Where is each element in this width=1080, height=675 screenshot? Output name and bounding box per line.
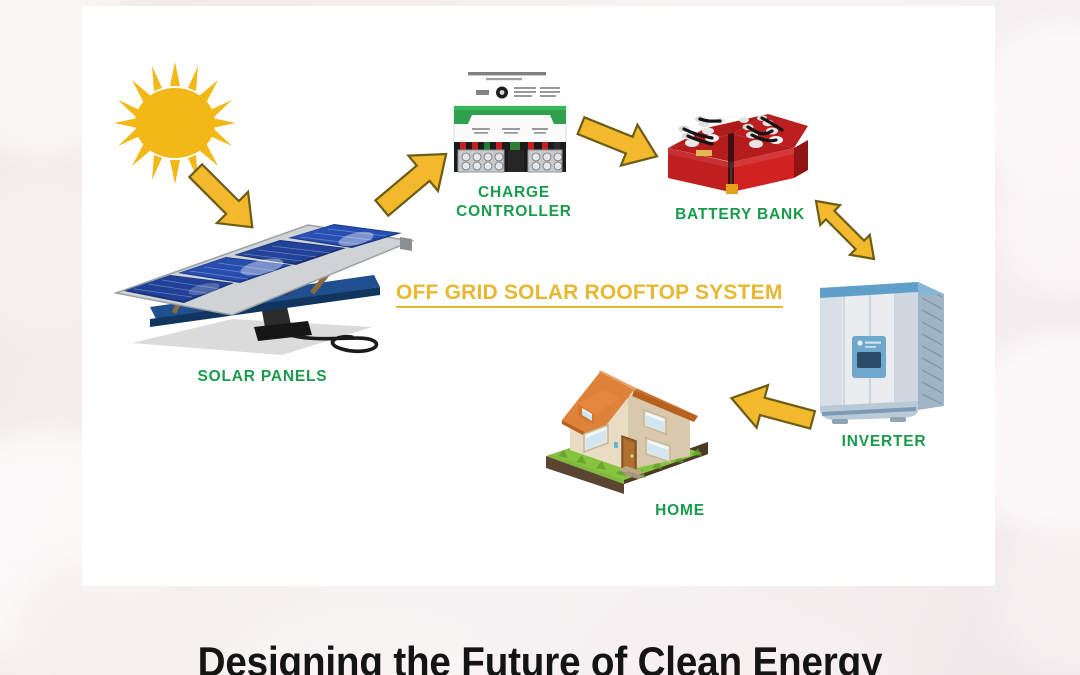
arrow-panels-to-charge-controller bbox=[366, 143, 462, 219]
label-charge-controller: CHARGE CONTROLLER bbox=[456, 184, 572, 220]
arrow-sun-to-panels bbox=[178, 162, 270, 235]
inverter-icon bbox=[812, 268, 952, 426]
label-home: HOME bbox=[655, 502, 705, 519]
label-battery-bank: BATTERY BANK bbox=[675, 206, 805, 223]
arrow-charge-controller-to-battery bbox=[574, 110, 664, 172]
battery-bank-icon bbox=[662, 88, 810, 194]
sun-icon bbox=[110, 60, 240, 185]
label-solar-panels: SOLAR PANELS bbox=[197, 368, 328, 385]
arrow-inverter-to-home bbox=[726, 380, 818, 438]
charge-controller-icon bbox=[450, 68, 578, 176]
arrow-battery-inverter-bidirectional bbox=[800, 190, 890, 270]
solar-panel-array-icon bbox=[112, 215, 432, 365]
charge-controller-brand-print bbox=[468, 72, 560, 99]
poster-caption: Designing the Future of Clean Energy bbox=[197, 638, 883, 675]
house-icon bbox=[532, 338, 722, 498]
diagram-title: OFF GRID SOLAR ROOFTOP SYSTEM bbox=[396, 281, 783, 308]
label-inverter: INVERTER bbox=[841, 433, 927, 450]
